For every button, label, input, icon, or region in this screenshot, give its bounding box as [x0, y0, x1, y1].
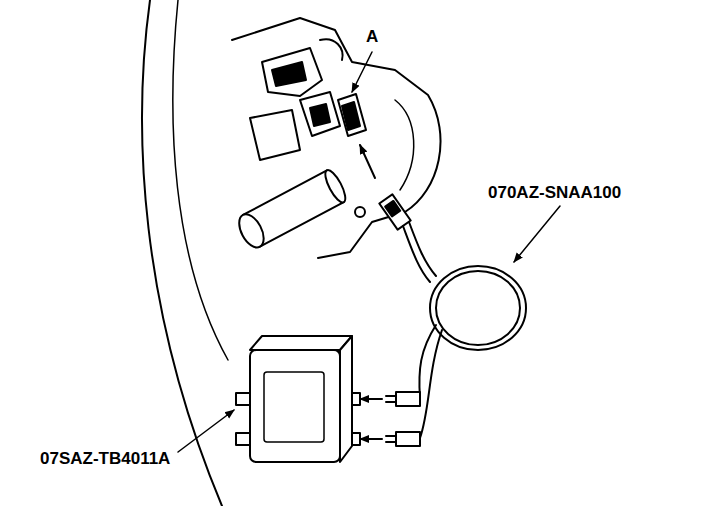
- part-number: 070AZ-SNAA100: [488, 184, 621, 203]
- switch-block-face: [310, 104, 330, 126]
- connector-a-face: [342, 102, 360, 130]
- insert-arrow: [360, 398, 382, 400]
- switch-connector: [272, 62, 306, 86]
- switch-body: [262, 48, 322, 96]
- insert-arrow: [360, 438, 382, 440]
- leader-line: [178, 410, 234, 452]
- connector-a: [338, 94, 366, 136]
- switch-block: [300, 92, 340, 136]
- insert-arrow: [360, 145, 375, 178]
- shroud-edge: [395, 100, 414, 190]
- cable-lead: [420, 330, 442, 438]
- cable-coil: [430, 266, 526, 350]
- wheel-rim: [142, 0, 222, 506]
- callout-letter: A: [366, 28, 378, 47]
- wire-loop: [320, 39, 343, 60]
- lead-plug: [386, 392, 420, 446]
- wheel-rim-inner: [173, 0, 228, 360]
- column-cover: [250, 110, 300, 160]
- leader-line: [352, 52, 372, 92]
- part-number: 07SAZ-TB4011A: [40, 450, 170, 469]
- cable-plug: [379, 194, 410, 229]
- cable: [409, 222, 436, 276]
- turn-signal-stalk: [234, 168, 349, 252]
- cable: [403, 226, 430, 282]
- bolt: [355, 207, 365, 217]
- simulator-box: [236, 336, 360, 462]
- leader-line: [514, 206, 560, 262]
- cable-coil: [436, 271, 520, 345]
